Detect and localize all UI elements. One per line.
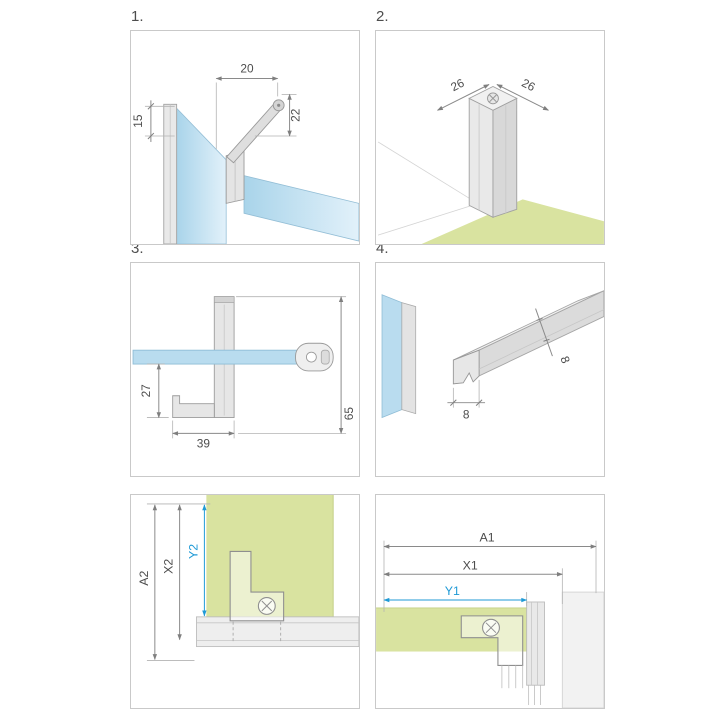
wall-area xyxy=(561,591,604,708)
wall-profile xyxy=(163,103,178,244)
panel-1-figure: 20 22 15 xyxy=(130,30,360,245)
profile-strip xyxy=(196,616,359,648)
panel-6-figure: A1 X1 Y1 xyxy=(375,494,605,709)
panel-3-drawing: 27 39 65 xyxy=(132,296,356,450)
dimension-foot: 39 xyxy=(172,420,235,450)
dim-label-a1: A1 xyxy=(479,531,494,545)
dimension-profile: 15 xyxy=(131,100,175,142)
dimension-height: 65 xyxy=(236,296,356,434)
panel-3-figure: 27 39 65 xyxy=(130,262,360,477)
dimension-y2: Y2 xyxy=(186,504,207,617)
screw-icon xyxy=(257,596,276,615)
dim-label-x2: X2 xyxy=(162,559,176,574)
dimension-width: 20 xyxy=(215,62,279,149)
bracket-outline xyxy=(460,615,524,689)
screw-hole-icon xyxy=(487,92,499,105)
dim-label-20: 20 xyxy=(240,62,254,76)
dimension-x2: X2 xyxy=(162,504,182,641)
glass-panel xyxy=(381,294,417,419)
dim-label-26-left: 26 xyxy=(448,75,466,94)
dim-label-8-height: 8 xyxy=(557,354,573,365)
panel-5-drawing: A2 X2 Y2 xyxy=(137,495,359,661)
dim-label-y2: Y2 xyxy=(186,544,200,559)
dimension-a2: A2 xyxy=(137,503,211,661)
dimension-x1: X1 xyxy=(383,558,563,604)
panel-5-figure: A2 X2 Y2 xyxy=(130,494,360,709)
glass-bar xyxy=(132,349,308,365)
dim-label-x1: X1 xyxy=(463,558,478,572)
dim-label-26-right: 26 xyxy=(519,76,537,95)
dimension-drop: 22 xyxy=(254,93,302,137)
dimension-y1: Y1 xyxy=(383,584,528,606)
glass-panel-left xyxy=(176,107,227,244)
panel-4-figure: 8 8 xyxy=(375,262,605,477)
dim-label-65: 65 xyxy=(342,407,356,421)
dim-label-8-width: 8 xyxy=(463,408,470,422)
panel-4-drawing: 8 8 xyxy=(381,290,604,422)
glass-panel-right xyxy=(243,175,359,242)
screw-icon xyxy=(482,618,500,637)
corner-post xyxy=(468,85,518,218)
glass-clamp xyxy=(295,342,334,372)
dimension-right: 26 xyxy=(496,76,549,111)
dimension-height: 8 xyxy=(535,308,573,366)
dim-label-22: 22 xyxy=(288,109,302,122)
profile-strip xyxy=(526,601,545,706)
panel-1-label: 1. xyxy=(131,8,144,25)
dimension-width: 8 xyxy=(447,379,486,422)
wall-perspective-lines xyxy=(377,141,473,236)
dim-label-y1: Y1 xyxy=(445,584,460,598)
dim-label-27: 27 xyxy=(139,384,153,397)
floor-plane xyxy=(421,199,604,244)
support-arm xyxy=(226,99,285,164)
dim-label-39: 39 xyxy=(197,436,211,450)
panel-2-figure: 26 26 xyxy=(375,30,605,245)
dim-label-15: 15 xyxy=(131,114,145,128)
seal-profile xyxy=(452,290,604,385)
panel-1-drawing: 20 22 15 xyxy=(131,62,359,244)
dimension-left: 26 xyxy=(436,75,490,111)
panel-2-label: 2. xyxy=(376,8,389,25)
panel-6-drawing: A1 X1 Y1 xyxy=(376,531,604,708)
dimension-offset: 27 xyxy=(139,363,169,419)
dim-label-a2: A2 xyxy=(137,571,151,586)
panel-2-drawing: 26 26 xyxy=(377,75,604,244)
